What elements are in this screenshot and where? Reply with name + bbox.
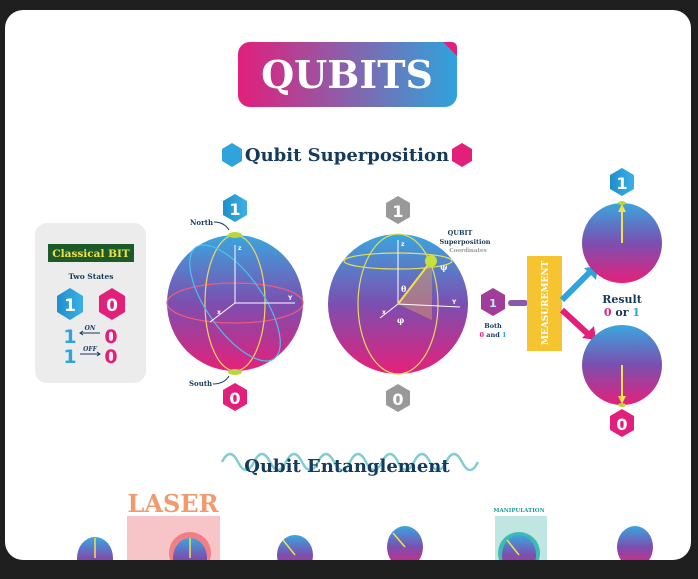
on-row-zero: 0 xyxy=(104,326,117,348)
hexagon-one-icon xyxy=(223,194,247,222)
qubit-label: QUBIT xyxy=(448,229,473,237)
on-label: ON xyxy=(85,325,96,332)
hexagon-pink-icon xyxy=(452,143,472,167)
title-banner: QUBITS xyxy=(238,42,457,107)
coordinates-sphere: 1 z x Y θ φ ψ QUBIT Superposition Coordi… xyxy=(328,196,491,412)
manipulation-label: MANIPULATION xyxy=(493,508,544,514)
hexagon-one-icon xyxy=(610,168,634,196)
qubits-infographic: QUBITS Qubit Superposition Classical BIT… xyxy=(35,42,662,560)
hexagon-one-icon xyxy=(57,288,83,320)
north-state: 1 xyxy=(229,200,240,219)
two-states-label: Two States xyxy=(68,272,113,281)
hexagon-zero-gray-icon xyxy=(386,384,410,412)
hexagon-zero-icon xyxy=(99,288,125,320)
superposition-label: Superposition xyxy=(439,238,490,246)
bottom-state: 0 xyxy=(392,390,403,409)
state-one-label: 1 xyxy=(64,296,76,316)
axis-z-label: z xyxy=(238,245,242,252)
off-label: OFF xyxy=(83,346,97,353)
north-label: North xyxy=(190,218,213,227)
axis-y-label: Y xyxy=(287,295,293,302)
infographic-panel: QUBITS Qubit Superposition Classical BIT… xyxy=(5,10,691,560)
measurement-box: MEASUREMENT xyxy=(527,256,562,351)
top-state: 1 xyxy=(392,202,403,221)
south-state: 0 xyxy=(229,389,240,408)
psi-label: ψ xyxy=(440,262,448,272)
laser-label: LASER xyxy=(127,489,219,518)
result-label: Result xyxy=(602,293,643,306)
entanglement-heading: Qubit Entanglement xyxy=(244,456,450,477)
off-row-one: 1 xyxy=(63,346,76,368)
axis-y-label: Y xyxy=(451,299,457,306)
both-label: Both xyxy=(484,322,502,330)
page-title: QUBITS xyxy=(261,52,433,97)
measurement-label: MEASUREMENT xyxy=(541,260,551,345)
arrow-down-right-icon xyxy=(582,326,596,340)
wave-decoration xyxy=(220,452,480,472)
superposition-hexagon-icon xyxy=(481,288,505,316)
result-sphere-one: 1 xyxy=(582,168,662,283)
result-bottom-state: 0 xyxy=(616,415,627,434)
axis-z-label: z xyxy=(401,241,405,248)
classical-bit-title: Classical BIT xyxy=(52,248,130,260)
bloch-sphere: 1 z x Y North South 0 xyxy=(166,194,304,411)
result-sphere-zero: 0 xyxy=(582,325,662,437)
coordinates-label: Coordinates xyxy=(449,248,486,254)
classical-bit-card: Classical BIT Two States 1 0 1 0 ON 1 0 … xyxy=(35,223,146,383)
phi-label: φ xyxy=(397,315,404,325)
theta-label: θ xyxy=(401,284,407,294)
superposition-heading: Qubit Superposition xyxy=(245,145,449,166)
superposition-hex-digit: 1 xyxy=(489,297,497,310)
on-row-one: 1 xyxy=(63,326,76,348)
both-values: 0 and 1 xyxy=(479,331,506,339)
off-row-zero: 0 xyxy=(104,346,117,368)
axis-x-label: x xyxy=(217,309,221,316)
result-top-state: 1 xyxy=(616,174,627,193)
result-values: 0 or 1 xyxy=(604,306,640,319)
arrow-left-icon xyxy=(79,330,100,336)
hexagon-one-gray-icon xyxy=(386,196,410,224)
hexagon-zero-icon xyxy=(610,409,634,437)
axis-x-label: x xyxy=(382,309,386,316)
south-label: South xyxy=(189,379,212,388)
arrow-right-icon xyxy=(80,351,101,357)
hexagon-zero-icon xyxy=(223,383,247,411)
state-zero-label: 0 xyxy=(106,296,118,316)
entangled-qubits xyxy=(77,526,653,560)
hexagon-blue-icon xyxy=(222,143,242,167)
